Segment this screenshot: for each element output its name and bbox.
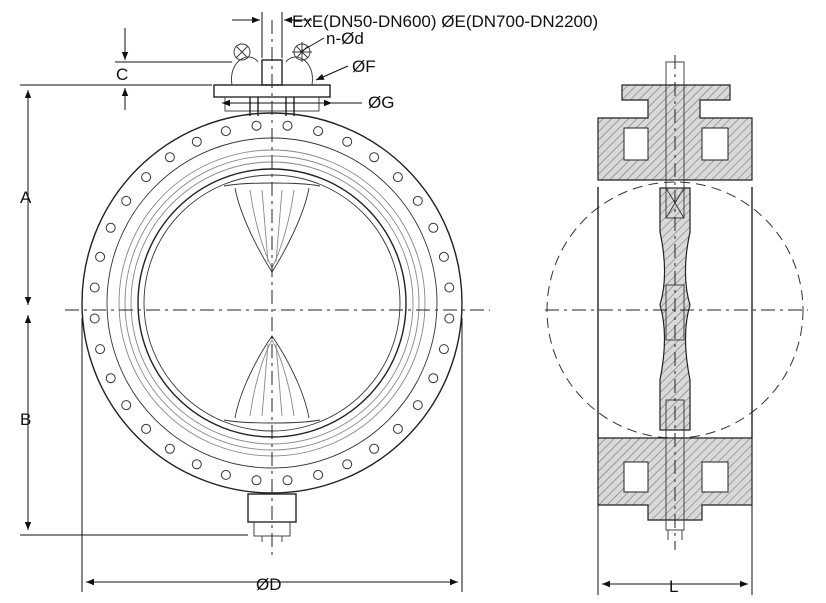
label-c: C xyxy=(116,65,128,84)
bolt-hole xyxy=(412,400,423,411)
bolt-hole xyxy=(428,222,439,233)
label-e: ExE(DN50-DN600) ØE(DN700-DN2200) xyxy=(292,12,598,31)
bolt-hole xyxy=(444,282,455,293)
disc-hub-lower xyxy=(223,335,321,424)
bolt-hole xyxy=(342,459,353,470)
bolt-hole xyxy=(121,195,132,206)
label-nd: n-Ød xyxy=(326,29,364,48)
disc-hub-upper xyxy=(223,182,321,273)
label-b: B xyxy=(20,410,31,429)
bolt-hole xyxy=(220,126,231,137)
bolt-hole xyxy=(164,443,175,454)
bolt-hole xyxy=(191,459,202,470)
bolt-hole xyxy=(251,120,262,131)
bolt-hole xyxy=(89,282,100,293)
bolt-hole xyxy=(282,120,293,131)
bolt-hole xyxy=(313,126,324,137)
bolt-holes xyxy=(89,120,455,486)
bolt-hole xyxy=(105,373,116,384)
bolt-hole xyxy=(392,423,403,434)
bolt-hole xyxy=(313,469,324,480)
bolt-hole xyxy=(342,136,353,147)
label-l: L xyxy=(669,577,678,596)
bolt-hole xyxy=(369,443,380,454)
label-g: ØG xyxy=(368,93,394,112)
gland-hole-symbols xyxy=(233,42,312,62)
bolt-hole xyxy=(95,251,106,262)
bolt-hole xyxy=(444,313,455,324)
bolt-hole xyxy=(89,313,100,324)
label-f: ØF xyxy=(352,57,376,76)
bolt-hole xyxy=(438,251,449,262)
bolt-hole xyxy=(141,423,152,434)
bolt-hole xyxy=(428,373,439,384)
front-dimensions xyxy=(20,12,463,592)
bottom-boss xyxy=(247,493,297,542)
bolt-hole xyxy=(121,400,132,411)
label-a: A xyxy=(20,188,32,207)
label-d: ØD xyxy=(256,575,282,594)
bolt-hole xyxy=(251,475,262,486)
bolt-hole xyxy=(392,172,403,183)
bolt-hole xyxy=(412,195,423,206)
front-view xyxy=(65,20,490,555)
bolt-hole xyxy=(282,475,293,486)
bolt-hole xyxy=(141,172,152,183)
bolt-hole xyxy=(191,136,202,147)
bolt-hole xyxy=(164,152,175,163)
bolt-hole xyxy=(369,152,380,163)
bolt-hole xyxy=(220,469,231,480)
bolt-hole xyxy=(105,222,116,233)
bolt-hole xyxy=(95,344,106,355)
bolt-hole xyxy=(438,344,449,355)
side-view xyxy=(545,55,808,595)
